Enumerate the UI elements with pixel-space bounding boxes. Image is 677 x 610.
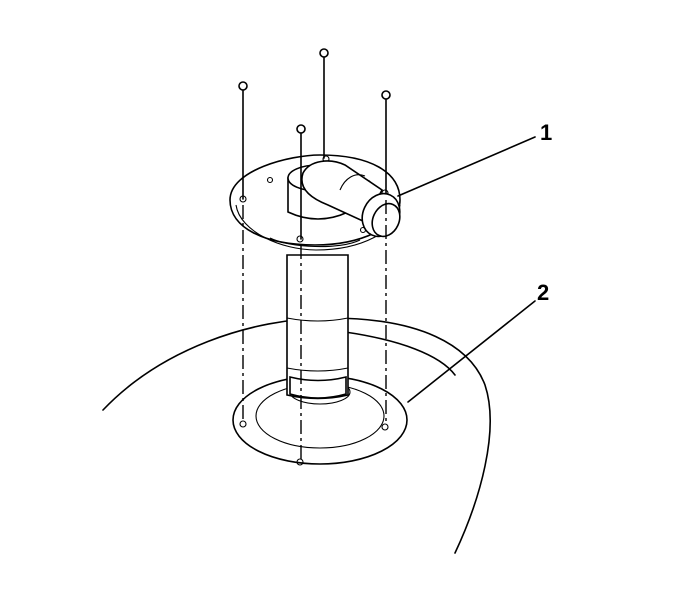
callout-1-label: 1 (540, 120, 552, 145)
bolt-left (238, 81, 248, 421)
callout-2-leader (407, 300, 536, 403)
bolt-center-back (319, 48, 329, 159)
callout-2-label: 2 (537, 280, 549, 305)
bolt-front (296, 124, 306, 459)
fuel-pump-tube (286, 254, 349, 400)
tank-surface-outline (102, 317, 491, 554)
bolt-right (381, 90, 391, 424)
mounting-bolts (238, 48, 391, 459)
callout-1-leader (397, 136, 536, 197)
